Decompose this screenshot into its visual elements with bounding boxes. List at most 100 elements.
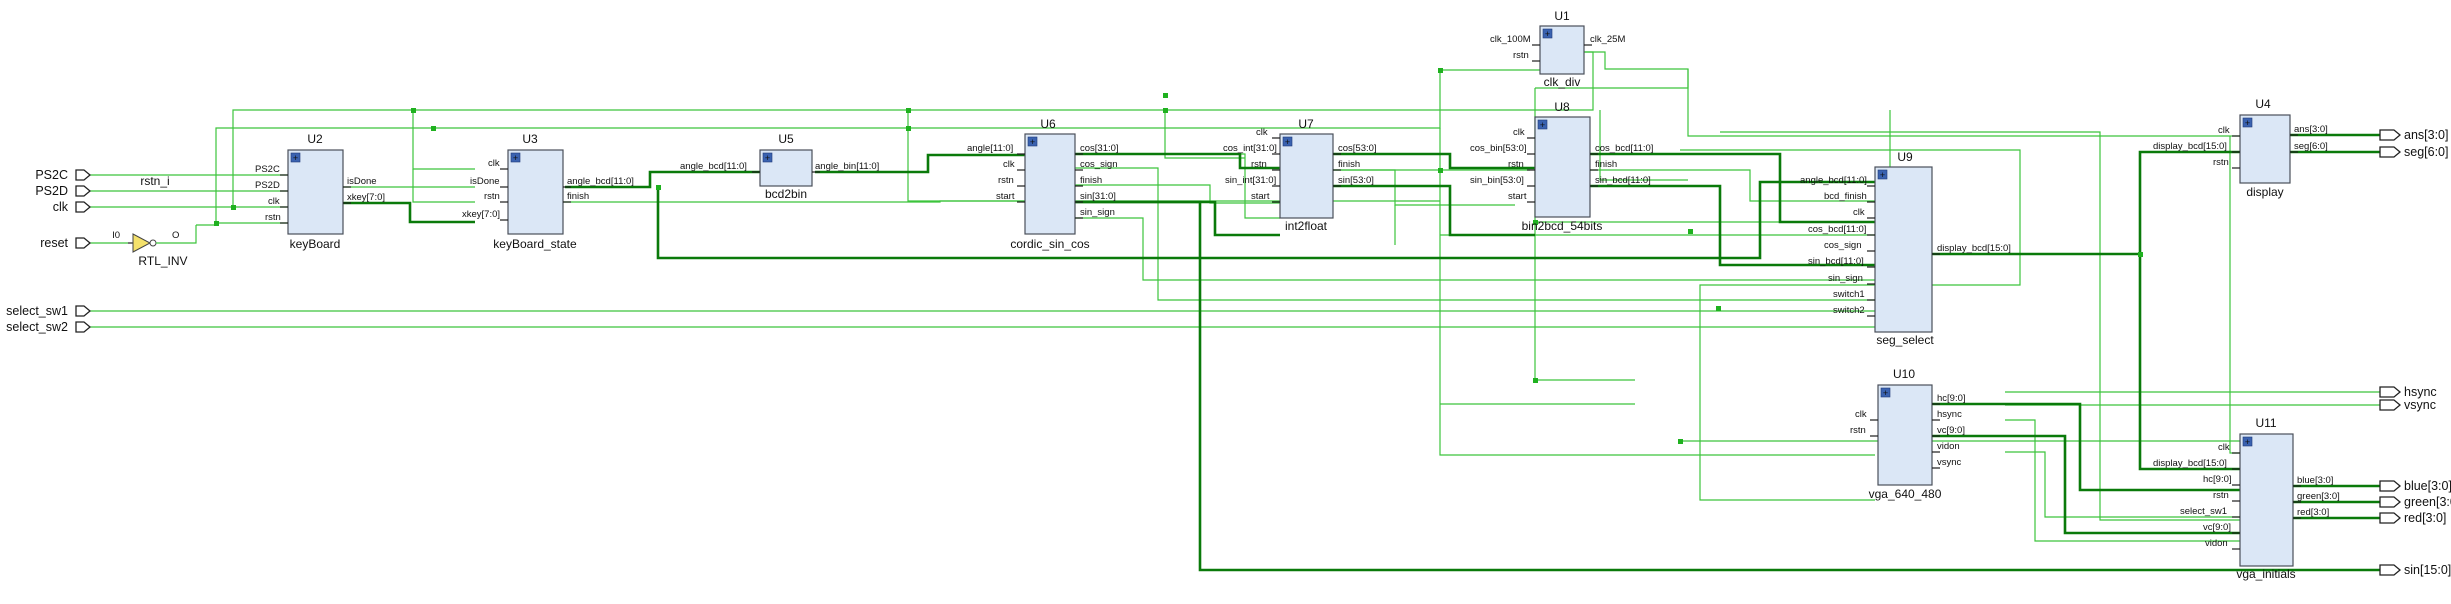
pin-label: cos[31:0] (1080, 143, 1119, 154)
output-label: blue[3:0] (2404, 479, 2451, 493)
block-name-label: bin2bcd_54bits (1522, 219, 1603, 233)
pin-label: switch1 (1833, 289, 1865, 300)
block-instance-label: U1 (1554, 9, 1570, 23)
pin-label: seg[6:0] (2294, 141, 2328, 152)
pin-label: finish (1595, 159, 1617, 170)
input-port-clk: clk (53, 200, 92, 214)
block-instance-label: U10 (1893, 367, 1915, 381)
pin-label: clk (488, 158, 500, 169)
inverter-name-label: RTL_INV (138, 254, 187, 268)
pin-label: vidon (1937, 441, 1960, 452)
pin-label: cos_bin[53:0] (1470, 143, 1527, 154)
pin-label: finish (567, 191, 589, 202)
svg-text:+: + (1880, 170, 1885, 180)
block-u6-cordic-sin-cos[interactable]: U6 + angle[11:0] clk rstn start cos[31:0… (967, 117, 1119, 251)
svg-text:+: + (1545, 29, 1550, 39)
pin-label: sin[31:0] (1080, 191, 1116, 202)
pin-label: rstn (265, 212, 281, 223)
pin-label: cos[53:0] (1338, 143, 1377, 154)
pin-label: rstn (2213, 490, 2229, 501)
pin-label: cos_int[31:0] (1223, 143, 1277, 154)
pin-label: finish (1080, 175, 1102, 186)
block-u4-display[interactable]: U4 + clk display_bcd[15:0] rstn ans[3:0]… (2153, 97, 2328, 199)
pin-label: bcd_finish (1824, 191, 1867, 202)
pin-label: rstn (2213, 157, 2229, 168)
pin-label: rstn (1850, 425, 1866, 436)
block-instance-label: U2 (307, 132, 323, 146)
output-label: sin[15:0] (2404, 563, 2451, 577)
pin-label: display_bcd[15:0] (1937, 243, 2011, 254)
pin-label: sin[53:0] (1338, 175, 1374, 186)
pin-label: xkey[7:0] (347, 192, 385, 203)
output-port-vsync: vsync (2379, 398, 2436, 412)
pin-label: clk_25M (1590, 34, 1625, 45)
pin-label: sin_bin[53:0] (1470, 175, 1524, 186)
block-instance-label: U9 (1897, 150, 1913, 164)
pin-label: clk (1853, 207, 1865, 218)
block-instance-label: U3 (522, 132, 538, 146)
pin-label: hc[9:0] (2203, 474, 2232, 485)
input-port-ps2c: PS2C (35, 168, 92, 182)
block-u3-keyboard-state[interactable]: U3 + clk isDone rstn xkey[7:0] angle_bcd… (462, 132, 634, 251)
pin-label: display_bcd[15:0] (2153, 141, 2227, 152)
block-u8-bin2bcd-54bits[interactable]: U8 + clk cos_bin[53:0] rstn sin_bin[53:0… (1470, 100, 1653, 233)
inverter-pin-out: O (172, 230, 179, 241)
pin-label: rstn (998, 175, 1014, 186)
pin-label: green[3:0] (2297, 491, 2340, 502)
inverter-instance-label: rstn_i (140, 174, 169, 188)
output-port-hsync: hsync (2379, 385, 2437, 399)
block-u2-keyboard[interactable]: U2 + PS2C PS2D clk rstn isDone xkey[7:0]… (255, 132, 385, 251)
block-name-label: cordic_sin_cos (1010, 237, 1089, 251)
output-port-seg: seg[6:0] (2379, 145, 2448, 159)
pin-label: cos_sign (1824, 240, 1862, 251)
pin-label: rstn (1508, 159, 1524, 170)
block-name-label: int2float (1285, 219, 1328, 233)
pin-label: start (1251, 191, 1270, 202)
output-port-ans: ans[3:0] (2379, 128, 2448, 142)
pin-label: clk (2218, 442, 2230, 453)
input-port-select-sw2: select_sw2 (6, 320, 92, 334)
block-instance-label: U5 (778, 132, 794, 146)
block-u5-bcd2bin[interactable]: U5 + angle_bcd[11:0] angle_bin[11:0] bcd… (680, 132, 879, 201)
pin-label: clk (1855, 409, 1867, 420)
block-instance-label: U7 (1298, 117, 1314, 131)
pin-label: ans[3:0] (2294, 124, 2328, 135)
block-u9-seg-select[interactable]: U9 + angle_bcd[11:0] bcd_finish clk cos_… (1800, 150, 2011, 347)
input-label: reset (40, 236, 68, 250)
pin-label: start (1508, 191, 1527, 202)
pin-label: isDone (347, 176, 377, 187)
svg-text:+: + (1883, 388, 1888, 398)
input-label: select_sw1 (6, 304, 68, 318)
output-label: ans[3:0] (2404, 128, 2448, 142)
pin-label: clk (268, 196, 280, 207)
block-u10-vga-640-480[interactable]: U10 + clk rstn hc[9:0] hsync vc[9:0] vid… (1850, 367, 1966, 501)
pin-label: angle_bcd[11:0] (1800, 175, 1867, 186)
pin-label: rstn (484, 191, 500, 202)
pin-label: finish (1338, 159, 1360, 170)
input-port-ps2d: PS2D (35, 184, 92, 198)
block-u1-clk-div[interactable]: U1 + clk_100M rstn clk_25M clk_div (1490, 9, 1625, 89)
input-port-select-sw1: select_sw1 (6, 304, 92, 318)
pin-label: cos_bcd[11:0] (1595, 143, 1653, 154)
inverter-rstn-i[interactable]: rstn_i I0 O RTL_INV (112, 174, 197, 268)
pin-label: PS2C (255, 164, 280, 175)
pin-label: hsync (1937, 409, 1962, 420)
pin-label: select_sw1 (2180, 506, 2227, 517)
output-label: hsync (2404, 385, 2437, 399)
output-port-red: red[3:0] (2379, 511, 2446, 525)
block-name-label: keyBoard (290, 237, 341, 251)
block-instance-label: U6 (1040, 117, 1056, 131)
pin-label: sin_bcd[11:0] (1595, 175, 1651, 186)
pin-label: xkey[7:0] (462, 209, 500, 220)
block-u11-vga-initials[interactable]: U11 + clk display_bcd[15:0] hc[9:0] rstn… (2153, 416, 2340, 581)
pin-label: blue[3:0] (2297, 475, 2333, 486)
pin-label: cos_sign (1080, 159, 1118, 170)
pin-label: clk (1003, 159, 1015, 170)
output-label: green[3:0] (2404, 495, 2451, 509)
block-instance-label: U8 (1554, 100, 1570, 114)
block-u7-int2float[interactable]: U7 + clk cos_int[31:0] rstn sin_int[31:0… (1223, 117, 1377, 233)
pin-label: clk (2218, 125, 2230, 136)
svg-text:+: + (2245, 118, 2250, 128)
pin-label: red[3:0] (2297, 507, 2329, 518)
inverter-triangle (132, 233, 152, 253)
